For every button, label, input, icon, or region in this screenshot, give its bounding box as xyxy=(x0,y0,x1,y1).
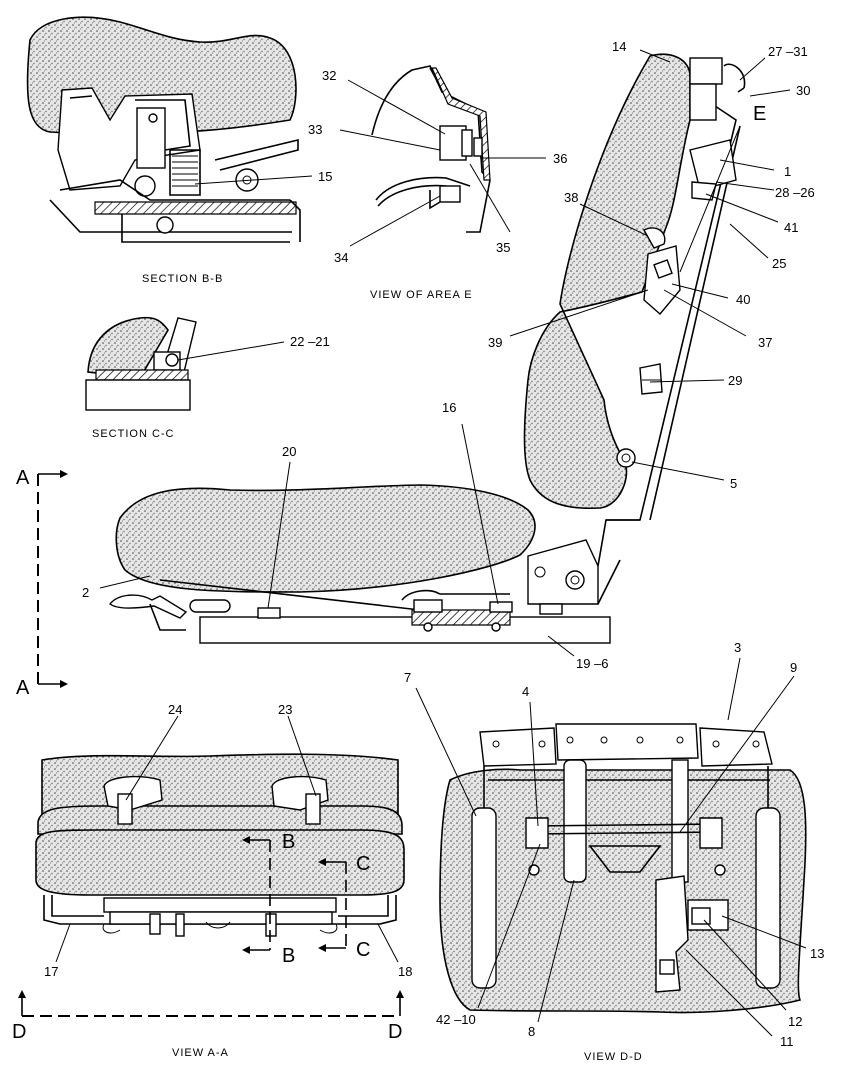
marker-c-top: C xyxy=(356,853,370,875)
callout-4: 4 xyxy=(522,684,529,699)
callout-34: 34 xyxy=(334,250,348,265)
callout-40: 40 xyxy=(736,292,750,307)
callout-24: 24 xyxy=(168,702,182,717)
callout-29: 29 xyxy=(728,373,742,388)
marker-a-top: A xyxy=(16,467,30,489)
callout-32: 32 xyxy=(322,68,336,83)
section-cc-view: 22 –21 SECTION C-C xyxy=(85,316,330,440)
callout-5: 5 xyxy=(730,476,737,491)
callout-7: 7 xyxy=(404,670,411,685)
marker-e: E xyxy=(753,103,766,125)
callout-37: 37 xyxy=(758,335,772,350)
marker-b-top: B xyxy=(282,831,295,853)
view-area-e: 32 33 36 35 34 VIEW OF AREA E xyxy=(308,65,567,301)
view-aa: B B C C 24 23 17 18 D D VIEW A-A xyxy=(12,702,412,1059)
callout-11: 11 xyxy=(780,1034,794,1049)
callout-8: 8 xyxy=(528,1024,535,1039)
marker-d-right: D xyxy=(388,1021,402,1043)
callout-33: 33 xyxy=(308,122,322,137)
callout-36: 36 xyxy=(553,151,567,166)
callout-20: 20 xyxy=(282,444,296,459)
callout-19-6: 19 –6 xyxy=(576,656,609,671)
callout-35: 35 xyxy=(496,240,510,255)
view-aa-caption: VIEW A-A xyxy=(172,1047,229,1059)
callout-14: 14 xyxy=(612,39,626,54)
callout-28-26: 28 –26 xyxy=(775,185,815,200)
callout-22-21: 22 –21 xyxy=(290,334,330,349)
view-dd-caption: VIEW D-D xyxy=(584,1051,643,1063)
callout-38: 38 xyxy=(564,190,578,205)
callout-30: 30 xyxy=(796,83,810,98)
callout-3: 3 xyxy=(734,640,741,655)
callout-39: 39 xyxy=(488,335,502,350)
seat-side-view: E xyxy=(82,39,815,671)
marker-a-bottom: A xyxy=(16,677,30,699)
section-line-aa: A A xyxy=(16,467,68,699)
callout-15: 15 xyxy=(318,169,332,184)
callout-18: 18 xyxy=(398,964,412,979)
callout-27-31: 27 –31 xyxy=(768,44,808,59)
section-cc-caption: SECTION C-C xyxy=(92,428,175,440)
callout-23: 23 xyxy=(278,702,292,717)
view-area-e-caption: VIEW OF AREA E xyxy=(370,289,473,301)
callout-42-10: 42 –10 xyxy=(436,1012,476,1027)
section-bb-view: 15 SECTION B-B xyxy=(26,16,332,285)
callout-25: 25 xyxy=(772,256,786,271)
callout-13: 13 xyxy=(810,946,824,961)
callout-12: 12 xyxy=(788,1014,802,1029)
marker-c-bottom: C xyxy=(356,939,370,961)
callout-41: 41 xyxy=(784,220,798,235)
marker-d-left: D xyxy=(12,1021,26,1043)
callout-9: 9 xyxy=(790,660,797,675)
callout-16: 16 xyxy=(442,400,456,415)
callout-2: 2 xyxy=(82,585,89,600)
section-bb-caption: SECTION B-B xyxy=(142,273,223,285)
view-dd: 7 4 3 9 13 12 11 8 42 –10 VIEW D-D xyxy=(404,640,824,1063)
callout-1: 1 xyxy=(784,164,791,179)
callout-17: 17 xyxy=(44,964,58,979)
marker-b-bottom: B xyxy=(282,945,295,967)
